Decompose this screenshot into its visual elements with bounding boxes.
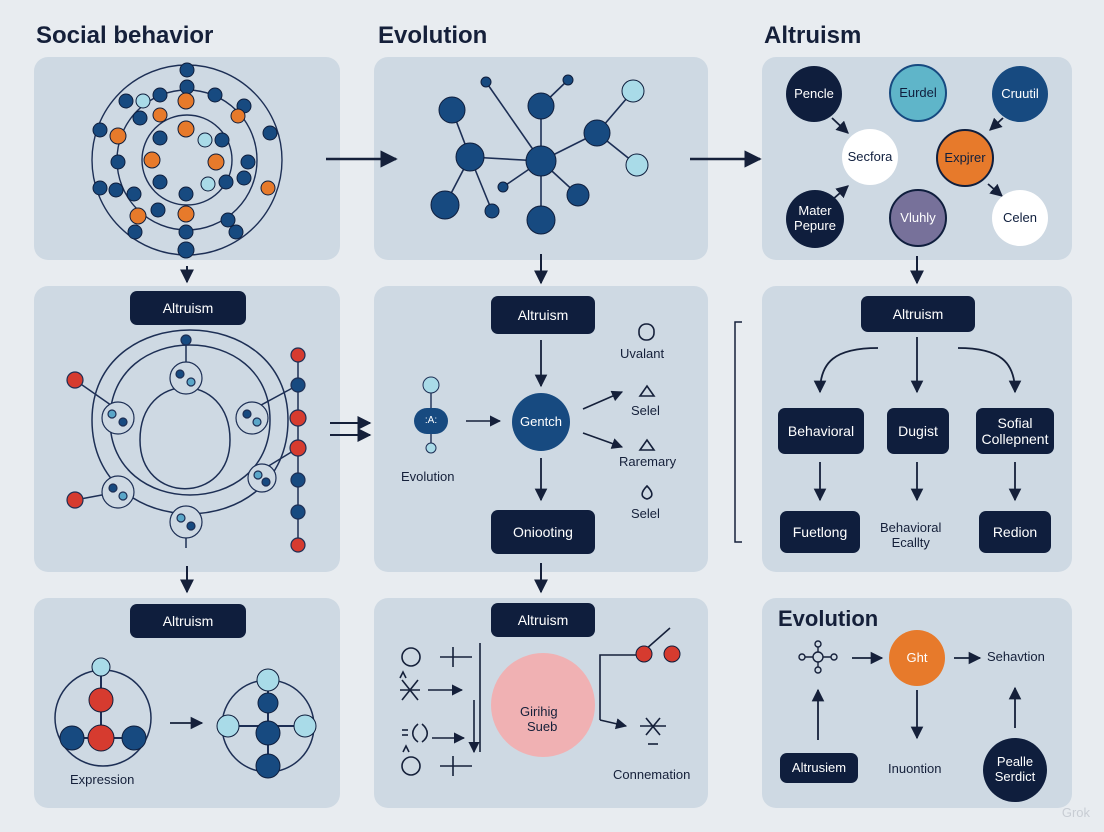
column-title-altruism: Altruism (764, 22, 862, 49)
ght-node: Ght (889, 630, 945, 686)
node-expjrer: Expjrer (936, 129, 994, 187)
behavioral-pill: Behavioral (778, 408, 864, 454)
connemation-caption: Connemation (613, 767, 691, 782)
altruism-pill-left-bottom: Altruism (130, 604, 246, 638)
redion-pill: Redion (979, 511, 1051, 553)
bracket-icon (734, 321, 742, 543)
list-item-selel-1: Selel (631, 403, 660, 418)
behavioral-leaf-line-2: Ecallty (891, 534, 930, 550)
list-item-raremary: Raremary (619, 454, 677, 469)
arrow-center-down-right (582, 432, 624, 449)
behavioral-ecallty-label: Behavioral Ecallty (880, 520, 942, 551)
gentch-node: Gentch (512, 393, 570, 451)
molecule-right-icon (216, 668, 317, 779)
evolution-small-caption: Evolution (401, 469, 455, 484)
red-node-2 (663, 645, 681, 663)
molecule-left-icon (54, 657, 152, 767)
altruism-pill-middle-mid: Altruism (491, 296, 595, 334)
node-celen: Celen (992, 190, 1048, 246)
sofial-collepnent-pill: Sofial Collepnent (976, 408, 1054, 454)
node-pepure-label: Pepure (794, 218, 836, 233)
behavioral-leaf-line-1: Behavioral (880, 520, 942, 535)
expression-caption: Expression (70, 772, 135, 787)
node-secfora: Secfora (842, 129, 898, 185)
ring-network-nodes (92, 62, 278, 259)
node-vluhly: Vluhly (889, 189, 947, 247)
altrusiem-pill: Altrusiem (780, 753, 858, 783)
node-cruutil: Cruutil (992, 66, 1048, 122)
shape-list-icons (638, 323, 656, 500)
list-item-selel-2: Selel (631, 506, 660, 521)
red-node-1 (635, 645, 653, 663)
bottom-right-arrows (811, 651, 1022, 740)
dugist-pill: Dugist (887, 408, 949, 454)
inuontion-label: Inuontion (888, 761, 942, 776)
list-item-uvalant: Uvalant (620, 346, 665, 361)
hub-icon (798, 640, 838, 674)
bottom-pink-circle (491, 653, 595, 757)
watermark-logo: Grok (1061, 805, 1090, 820)
evolution-subtitle: Evolution (778, 606, 879, 631)
loop-cluster-nodes (66, 334, 307, 553)
pealle-label: Pealle (996, 754, 1034, 770)
arrow-cruutil-to-expjrer (989, 117, 1004, 131)
small-top-node (422, 376, 440, 394)
arrow-center-up-right (582, 390, 624, 410)
altruism-pill-middle-bottom: Altruism (491, 603, 595, 637)
molecule-network-nodes (430, 74, 649, 235)
column-title-evolution: Evolution (378, 22, 488, 49)
tree-arrows (813, 337, 1022, 502)
node-eurdel: Eurdel (889, 64, 947, 122)
small-a-node: :A: (414, 408, 448, 434)
fuetlong-pill: Fuetlong (780, 511, 860, 553)
sofial-label: Sofial (997, 414, 1033, 431)
node-mater-pepure: Mater Pepure (786, 190, 844, 248)
altruism-pill-left-mid: Altruism (130, 291, 246, 325)
column-title-social-behavior: Social behavior (36, 22, 214, 49)
pink-circle-line-1: Girihig (520, 704, 558, 719)
sehavtion-label: Sehavtion (987, 649, 1045, 664)
node-pencle: Pencle (786, 66, 842, 122)
oniooting-pill: Onioot​ing (491, 510, 595, 554)
pealle-serdict-node: Pealle Serdict (983, 738, 1047, 802)
collepnent-label: Collepnent (981, 431, 1049, 447)
altruism-pill-right-mid: Altruism (861, 296, 975, 332)
symbol-flow-icon (399, 627, 671, 776)
node-mater-label: Mater (798, 203, 832, 219)
pink-circle-line-2: Sueb (527, 719, 558, 734)
arrow-expjrer-to-celen (987, 183, 1003, 197)
small-bottom-node (425, 442, 437, 454)
serdict-label: Serdict (994, 769, 1036, 784)
arrow-pencle-to-secfora (831, 117, 849, 134)
